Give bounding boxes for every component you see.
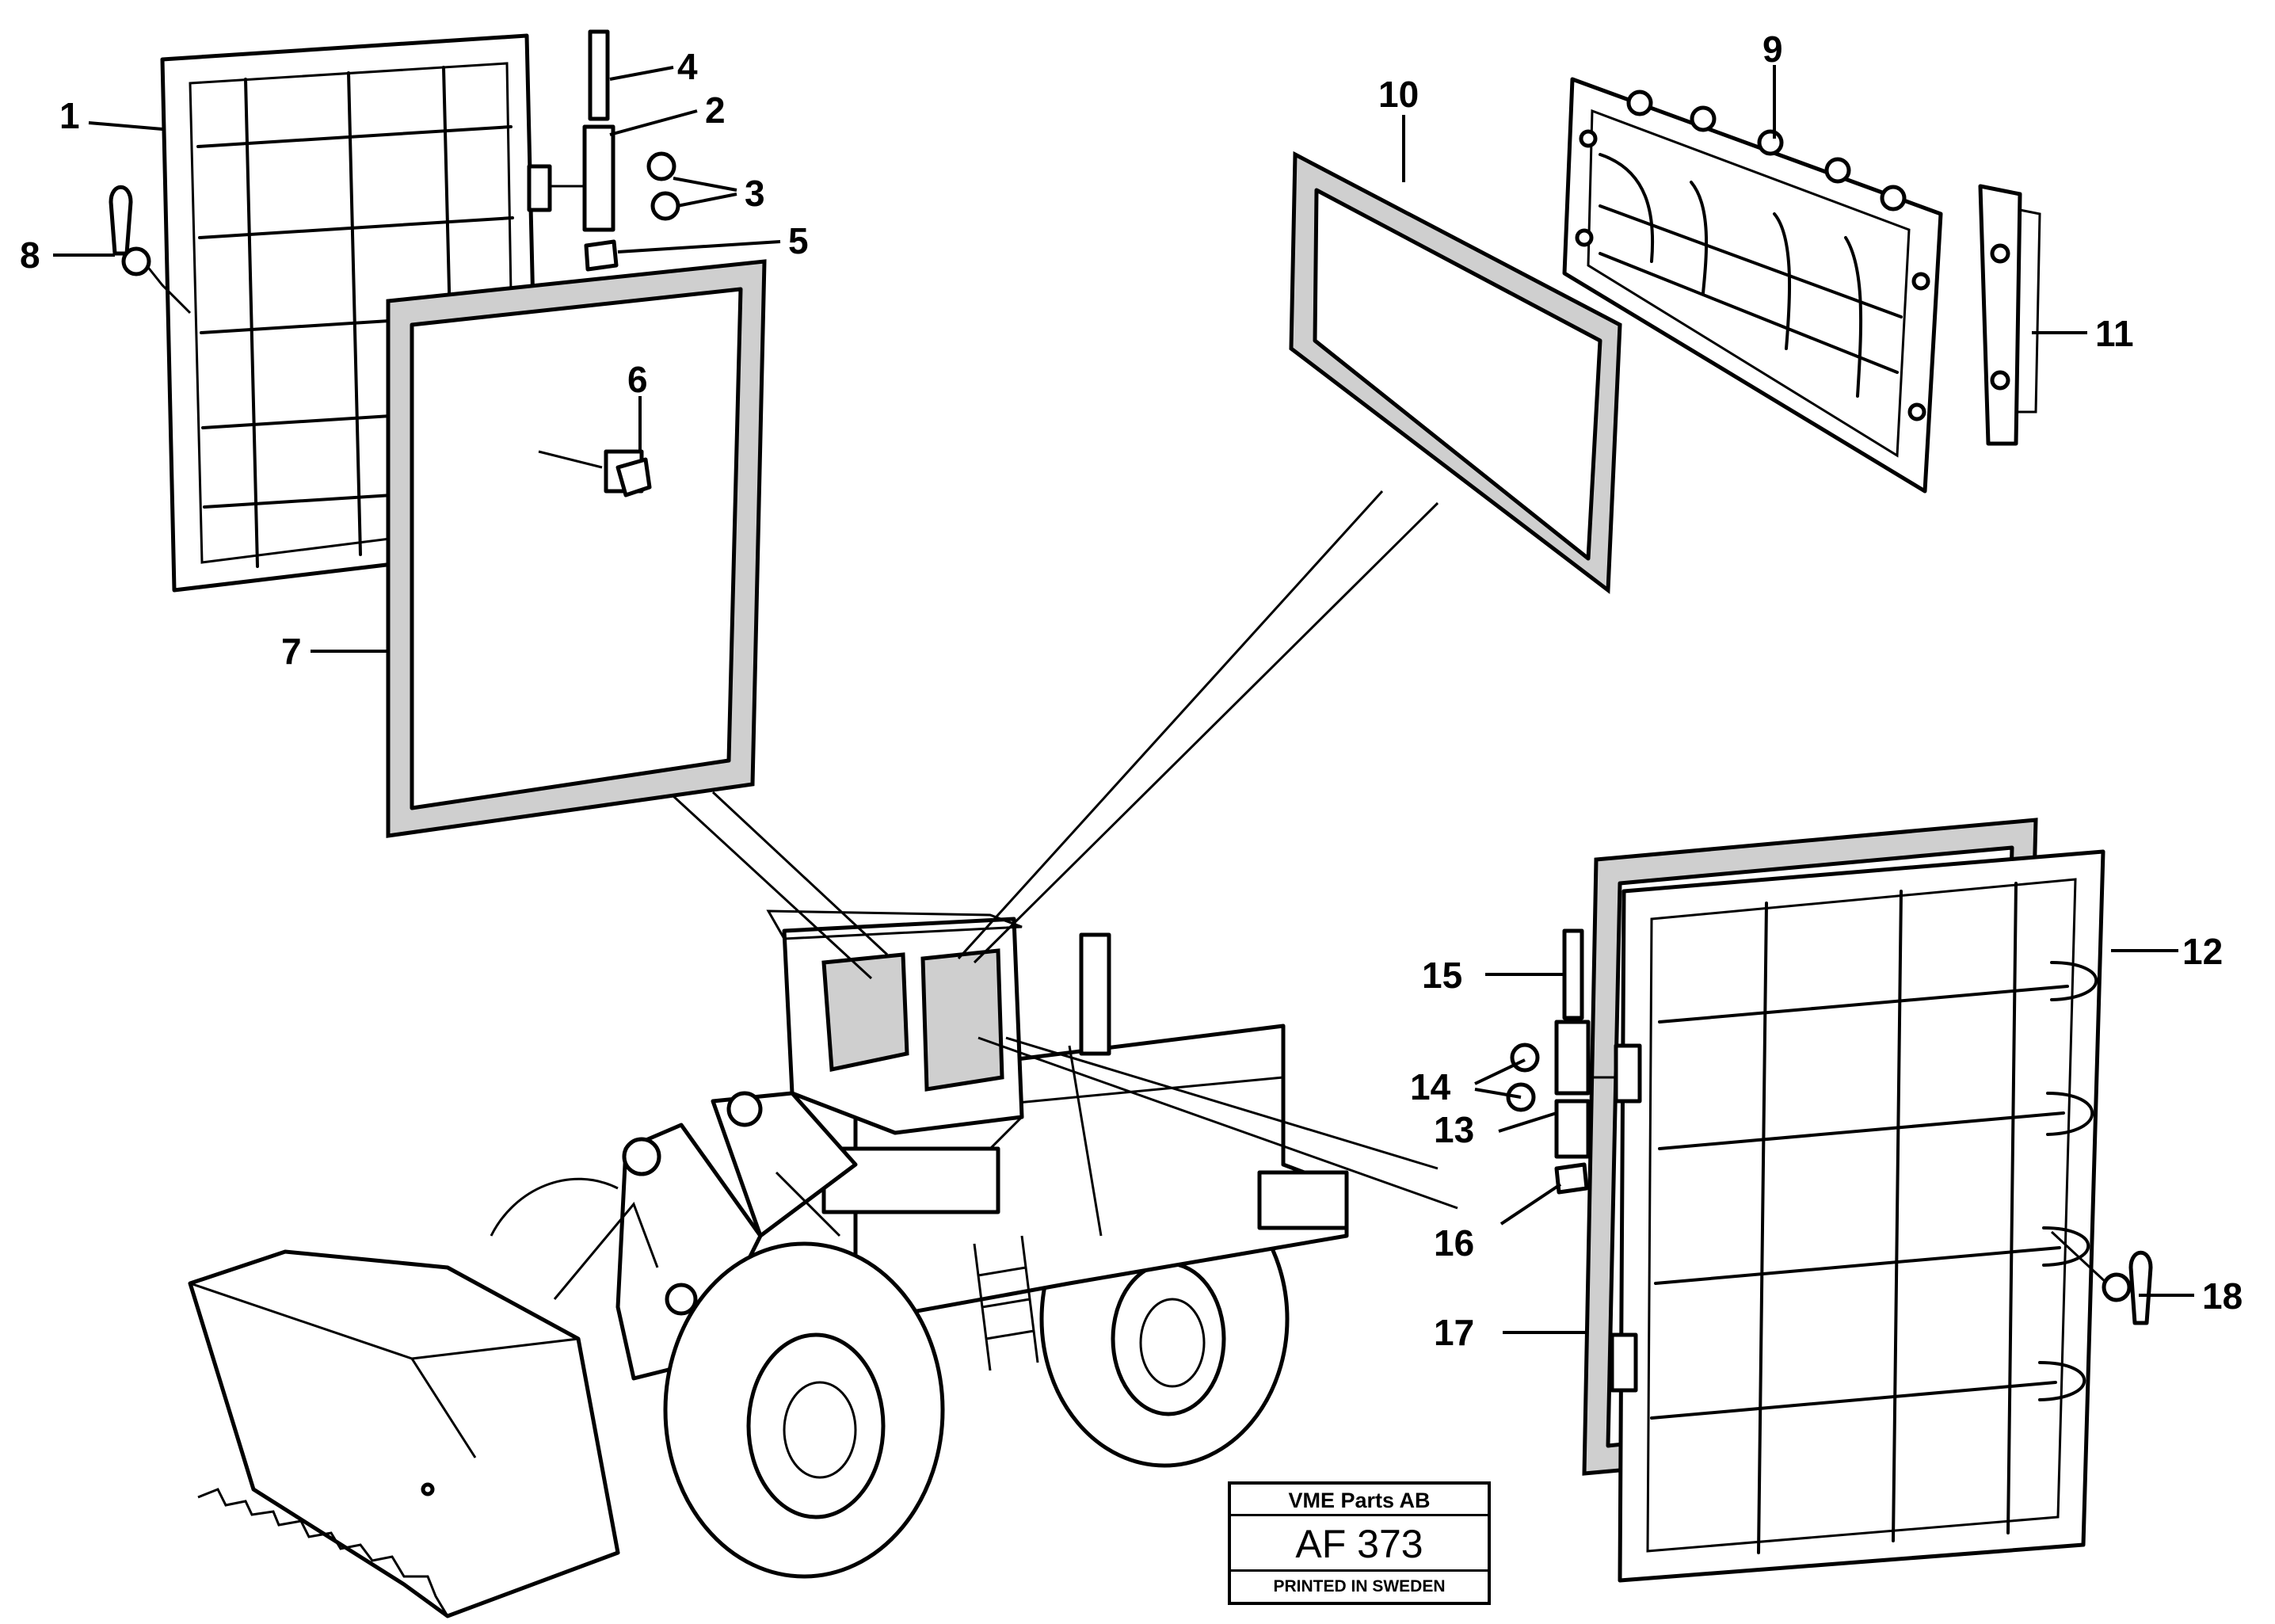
side-window-seal (1289, 151, 1622, 594)
callout-12: 12 (2182, 931, 2223, 972)
right-lock-pin (2050, 1230, 2153, 1325)
loader-bucket (188, 1249, 620, 1618)
callout-leaders (53, 65, 2194, 1334)
callout-16: 16 (1434, 1222, 1474, 1264)
wheel-loader-machine (188, 909, 1349, 1618)
callout-15: 15 (1422, 955, 1462, 996)
assembly-pointer-lines (672, 490, 1458, 1210)
callout-14: 14 (1410, 1066, 1451, 1107)
callout-3: 3 (745, 173, 765, 214)
lower-hinge-parts (1506, 928, 1616, 1195)
callout-8: 8 (20, 234, 40, 276)
front-window-seal (386, 259, 767, 838)
callout-18: 18 (2202, 1275, 2243, 1317)
callout-5: 5 (788, 220, 809, 261)
callout-7: 7 (281, 631, 302, 672)
left-lock-pin (109, 185, 192, 315)
callout-6: 6 (627, 359, 648, 400)
title-block: VME Parts AB AF 373 PRINTED IN SWEDEN (1228, 1481, 1491, 1605)
callout-11: 11 (2095, 313, 2134, 354)
rear-window-guard (1610, 849, 2105, 1583)
title-block-code: AF 373 (1231, 1516, 1488, 1572)
callout-9: 9 (1762, 29, 1783, 70)
title-block-company: VME Parts AB (1231, 1485, 1488, 1516)
callout-2: 2 (705, 90, 726, 131)
callout-17: 17 (1434, 1312, 1474, 1353)
callout-labels: 1 2 3 4 5 6 7 8 9 10 11 12 13 14 15 16 1… (20, 29, 2243, 1353)
callout-13: 13 (1434, 1109, 1474, 1150)
title-block-printed: PRINTED IN SWEDEN (1273, 1577, 1446, 1595)
mounting-strip (1978, 184, 2041, 446)
side-window-guard (1562, 77, 1943, 494)
loader-cab-roof (766, 909, 1023, 940)
callout-4: 4 (677, 46, 698, 87)
callout-1: 1 (59, 95, 80, 136)
callout-10: 10 (1378, 74, 1419, 115)
upper-hinge-parts (538, 29, 680, 497)
